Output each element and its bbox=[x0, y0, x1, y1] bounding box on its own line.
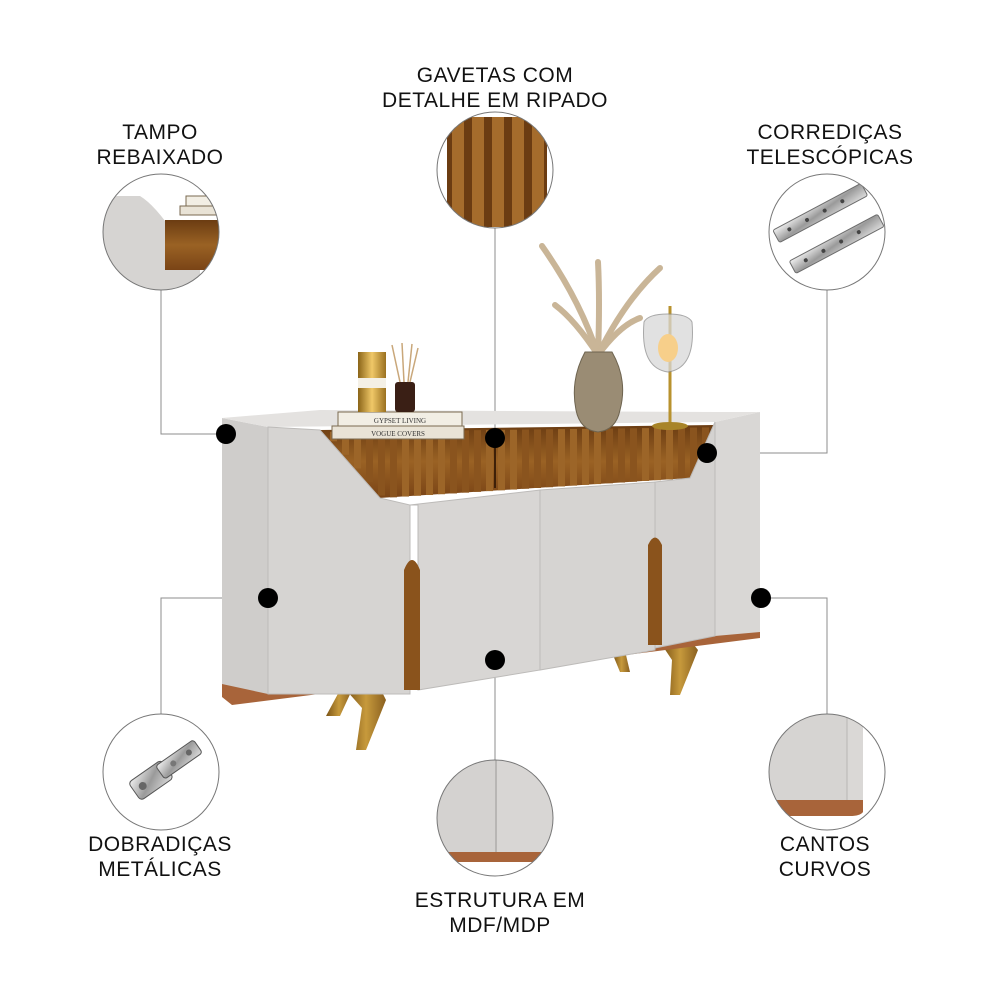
detail-slat bbox=[512, 117, 524, 227]
callout-cantos-line1: CANTOS bbox=[779, 833, 871, 856]
dot-cantos bbox=[751, 588, 771, 608]
drawer-slat bbox=[438, 430, 445, 495]
callout-label-cantos: CANTOS CURVOS bbox=[740, 832, 910, 882]
dot-gavetas bbox=[485, 428, 505, 448]
callout-label-estrutura: ESTRUTURA EM MDF/MDP bbox=[390, 888, 610, 938]
callout-estrutura-line1: ESTRUTURA EM bbox=[414, 889, 586, 912]
left-side-panel bbox=[222, 418, 268, 694]
drawer-slat bbox=[534, 429, 541, 488]
drawer-slat bbox=[474, 430, 481, 492]
callout-estrutura-line2: MDF/MDP bbox=[449, 914, 551, 937]
line-cantos bbox=[761, 597, 828, 714]
callout-corredicas-line2: TELESCÓPICAS bbox=[746, 146, 914, 169]
drawer-slat bbox=[426, 430, 433, 496]
right-side-panel bbox=[715, 412, 760, 636]
pampas-grass bbox=[539, 243, 663, 358]
lamp-light bbox=[658, 334, 678, 362]
detail-estrutura bbox=[436, 759, 554, 877]
detail-cantos bbox=[768, 713, 886, 831]
gold-cylinder-band bbox=[358, 378, 386, 388]
door-gap-2 bbox=[648, 537, 662, 645]
detail-gavetas bbox=[436, 111, 554, 229]
callout-label-tampo: TAMPO REBAIXADO bbox=[70, 120, 250, 170]
drawer-slat bbox=[402, 431, 409, 497]
callout-corredicas-line1: CORREDIÇAS bbox=[757, 121, 903, 144]
dot-corredicas bbox=[697, 443, 717, 463]
door-3 bbox=[539, 481, 656, 671]
drawer-slat bbox=[522, 429, 529, 489]
door-gap-1 bbox=[404, 560, 420, 690]
drawer-slat bbox=[630, 428, 637, 482]
drawer-slat bbox=[666, 427, 673, 480]
lamp-base bbox=[652, 422, 688, 430]
drawer-slat bbox=[678, 427, 685, 479]
diffuser-sticks bbox=[391, 342, 419, 383]
drawer-slat bbox=[450, 430, 457, 494]
callout-label-dobradicas: DOBRADIÇAS METÁLICAS bbox=[60, 832, 260, 882]
detail-slat bbox=[492, 117, 504, 227]
callout-cantos-line2: CURVOS bbox=[778, 858, 872, 881]
callout-tampo-line1: TAMPO bbox=[122, 121, 198, 144]
drawer-slat bbox=[642, 428, 649, 481]
drawer-slat bbox=[390, 431, 397, 498]
dot-dobradicas bbox=[258, 588, 278, 608]
back-leg-right bbox=[613, 655, 630, 672]
drawer-slat bbox=[594, 428, 601, 485]
drawer-slat bbox=[558, 429, 565, 487]
detail-tampo bbox=[102, 173, 220, 291]
book-bottom-title: VOGUE COVERS bbox=[371, 430, 425, 438]
drawer-slat bbox=[654, 427, 661, 481]
dot-estrutura bbox=[485, 650, 505, 670]
drawer-slat bbox=[378, 431, 385, 496]
book-top-title: GYPSET LIVING bbox=[374, 417, 426, 425]
callout-dobradicas-line1: DOBRADIÇAS bbox=[88, 833, 232, 856]
callout-tampo-line2: REBAIXADO bbox=[96, 146, 224, 169]
detail-slat bbox=[452, 117, 464, 227]
drawer-slat bbox=[462, 430, 469, 493]
front-leg-right bbox=[662, 640, 698, 695]
drawer-slat bbox=[702, 427, 709, 454]
detail-slat bbox=[472, 117, 484, 227]
drawer-slat bbox=[366, 431, 373, 482]
drawer-slat bbox=[414, 430, 421, 496]
drawer-slat bbox=[582, 428, 589, 485]
drawer-slat bbox=[342, 431, 349, 455]
detail-slat bbox=[532, 117, 544, 227]
drawer-slat bbox=[498, 429, 505, 491]
callout-label-gavetas: GAVETAS COM DETALHE EM RIPADO bbox=[350, 63, 640, 113]
drawer-slats bbox=[330, 427, 709, 498]
door-2 bbox=[409, 489, 541, 691]
drawer-slat bbox=[618, 428, 625, 483]
drawer-slat bbox=[354, 431, 361, 469]
callout-gavetas-line2: DETALHE EM RIPADO bbox=[382, 89, 608, 112]
drawer-slat bbox=[510, 429, 517, 490]
dot-tampo bbox=[216, 424, 236, 444]
front-leg-left bbox=[346, 688, 386, 750]
callout-gavetas-line1: GAVETAS COM bbox=[416, 64, 574, 87]
detail-corredicas bbox=[768, 173, 886, 291]
diffuser-bottle bbox=[395, 382, 415, 412]
drawer-slat bbox=[606, 428, 613, 484]
drawer-slat bbox=[546, 429, 553, 488]
line-tampo bbox=[160, 290, 226, 435]
callout-label-corredicas: CORREDIÇAS TELESCÓPICAS bbox=[720, 120, 940, 170]
detail-dobradicas bbox=[102, 713, 220, 831]
back-leg-left bbox=[326, 690, 352, 716]
sideboard bbox=[222, 243, 760, 750]
drawer-slat bbox=[486, 430, 493, 492]
drawer-slat bbox=[690, 427, 697, 478]
drawer-slat bbox=[570, 429, 577, 486]
callout-dots bbox=[216, 424, 771, 670]
callout-dobradicas-line2: METÁLICAS bbox=[98, 858, 222, 881]
vase bbox=[573, 351, 624, 433]
